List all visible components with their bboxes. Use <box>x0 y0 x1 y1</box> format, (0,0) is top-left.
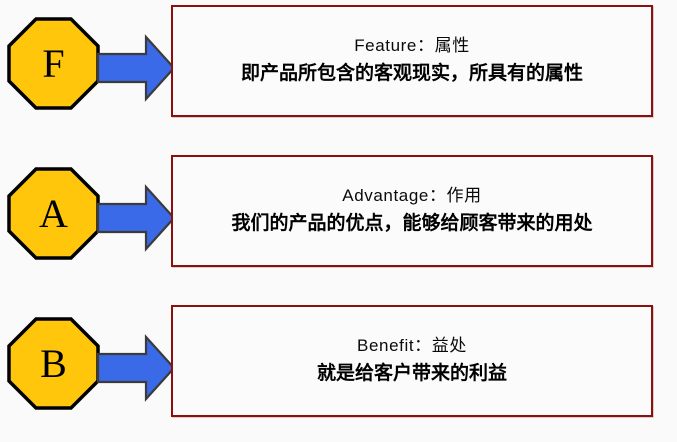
fab-row-benefit: B Benefit：益处 就是给客户带来的利益 <box>0 300 677 430</box>
fab-line-cn: 即产品所包含的客观现实，所具有的属性 <box>240 62 583 85</box>
right-arrow-icon <box>96 332 176 404</box>
octagon-badge-f[interactable]: F <box>7 17 100 110</box>
right-arrow-icon <box>96 182 176 254</box>
octagon-badge-a[interactable]: A <box>7 167 100 260</box>
fab-line-cn: 我们的产品的优点，能够给顾客带来的用处 <box>231 212 593 235</box>
fab-line-en: Feature：属性 <box>354 36 470 56</box>
fab-textbox-advantage: Advantage：作用 我们的产品的优点，能够给顾客带来的用处 <box>171 155 653 267</box>
fab-row-advantage: A Advantage：作用 我们的产品的优点，能够给顾客带来的用处 <box>0 150 677 280</box>
fab-line-en: Advantage：作用 <box>342 186 482 206</box>
fab-textbox-benefit: Benefit：益处 就是给客户带来的利益 <box>171 305 653 417</box>
octagon-icon <box>7 167 100 260</box>
octagon-icon <box>7 317 100 410</box>
fab-line-en: Benefit：益处 <box>357 336 467 356</box>
right-arrow-glyph <box>96 34 176 102</box>
octagon-icon <box>7 17 100 110</box>
right-arrow-icon <box>96 32 176 104</box>
fab-row-feature: F Feature：属性 即产品所包含的客观现实，所具有的属性 <box>0 0 677 130</box>
fab-line-cn: 就是给客户带来的利益 <box>316 362 507 385</box>
octagon-badge-b[interactable]: B <box>7 317 100 410</box>
octagon-letter: F <box>42 40 65 86</box>
right-arrow-glyph <box>96 184 176 252</box>
fab-textbox-feature: Feature：属性 即产品所包含的客观现实，所具有的属性 <box>171 5 653 117</box>
octagon-letter: A <box>39 190 68 236</box>
octagon-letter: B <box>40 340 67 386</box>
right-arrow-glyph <box>96 334 176 402</box>
